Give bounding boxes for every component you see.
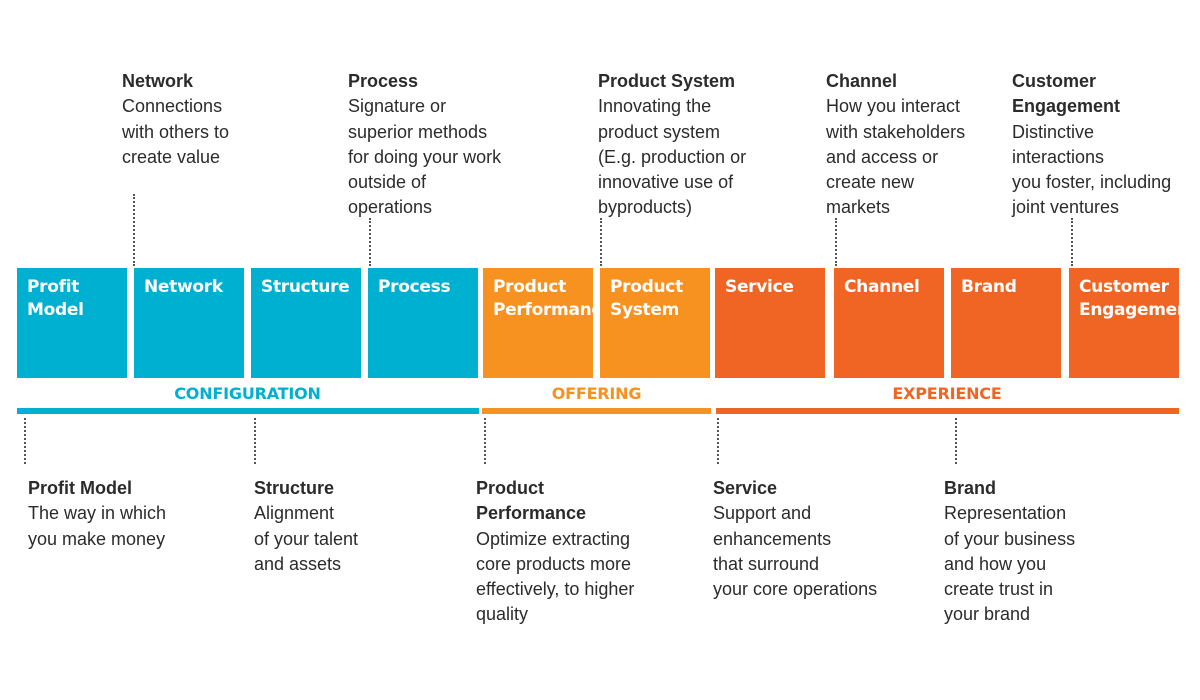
description-body: Signature or superior methods for doing … — [348, 96, 502, 218]
description-body: Innovating the product system (E.g. prod… — [598, 96, 747, 218]
category-configuration-label: CONFIGURATION — [174, 384, 321, 403]
box-brand: Brand — [951, 268, 1061, 378]
description-title: Brand — [944, 478, 997, 498]
product-performance-description: Product Performance Optimize extracting … — [476, 476, 634, 628]
category-experience-bar — [716, 408, 1179, 414]
box-customer-engagement: Customer Engagement — [1069, 268, 1197, 378]
description-title: Product System — [598, 71, 736, 91]
category-configuration-bar — [17, 408, 479, 414]
box-network: Network — [134, 268, 244, 378]
description-title: Service — [713, 478, 778, 498]
profit-model-description: Profit Model The way in which you make m… — [28, 476, 166, 552]
description-body: Alignment of your talent and assets — [254, 503, 359, 574]
box-product-performance: Product Performance — [483, 268, 613, 378]
connector-line — [717, 418, 719, 464]
connector-line — [955, 418, 957, 464]
channel-description: Channel How you interact with stakeholde… — [826, 69, 965, 221]
description-body: The way in which you make money — [28, 503, 167, 549]
box-process: Process — [368, 268, 478, 378]
connector-line — [600, 218, 602, 266]
description-title: Process — [348, 71, 419, 91]
description-body: Connections with others to create value — [122, 96, 230, 167]
description-body: Support and enhancements that surround y… — [713, 503, 878, 600]
category-offering-label: OFFERING — [551, 384, 642, 403]
description-title: Structure — [254, 478, 335, 498]
category-offering-bar — [482, 408, 711, 414]
network-description: Network Connections with others to creat… — [122, 69, 229, 170]
customer-engagement-description: Customer Engagement Distinctive interact… — [1012, 69, 1171, 221]
description-title: Customer Engagement — [1012, 71, 1121, 117]
connector-line — [254, 418, 256, 464]
product-system-description: Product System Innovating the product sy… — [598, 69, 746, 221]
connector-line — [369, 218, 371, 266]
brand-description: Brand Representation of your business an… — [944, 476, 1075, 628]
description-title: Product Performance — [476, 478, 587, 524]
connector-line — [133, 194, 135, 266]
connector-line — [24, 418, 26, 464]
box-structure: Structure — [251, 268, 361, 378]
box-profit-model: Profit Model — [17, 268, 127, 378]
description-body: How you interact with stakeholders and a… — [826, 96, 966, 218]
process-description: Process Signature or superior methods fo… — [348, 69, 501, 221]
connector-line — [835, 218, 837, 266]
service-description: Service Support and enhancements that su… — [713, 476, 877, 602]
box-channel: Channel — [834, 268, 944, 378]
description-body: Optimize extracting core products more e… — [476, 528, 635, 625]
box-service: Service — [715, 268, 825, 378]
description-title: Network — [122, 71, 194, 91]
description-body: Distinctive interactions you foster, inc… — [1012, 121, 1172, 218]
connector-line — [484, 418, 486, 464]
description-title: Channel — [826, 71, 898, 91]
structure-description: Structure Alignment of your talent and a… — [254, 476, 358, 577]
connector-line — [1071, 218, 1073, 266]
description-body: Representation of your business and how … — [944, 503, 1076, 625]
description-title: Profit Model — [28, 478, 132, 498]
box-product-system: Product System — [600, 268, 710, 378]
category-experience-label: EXPERIENCE — [892, 384, 1002, 403]
